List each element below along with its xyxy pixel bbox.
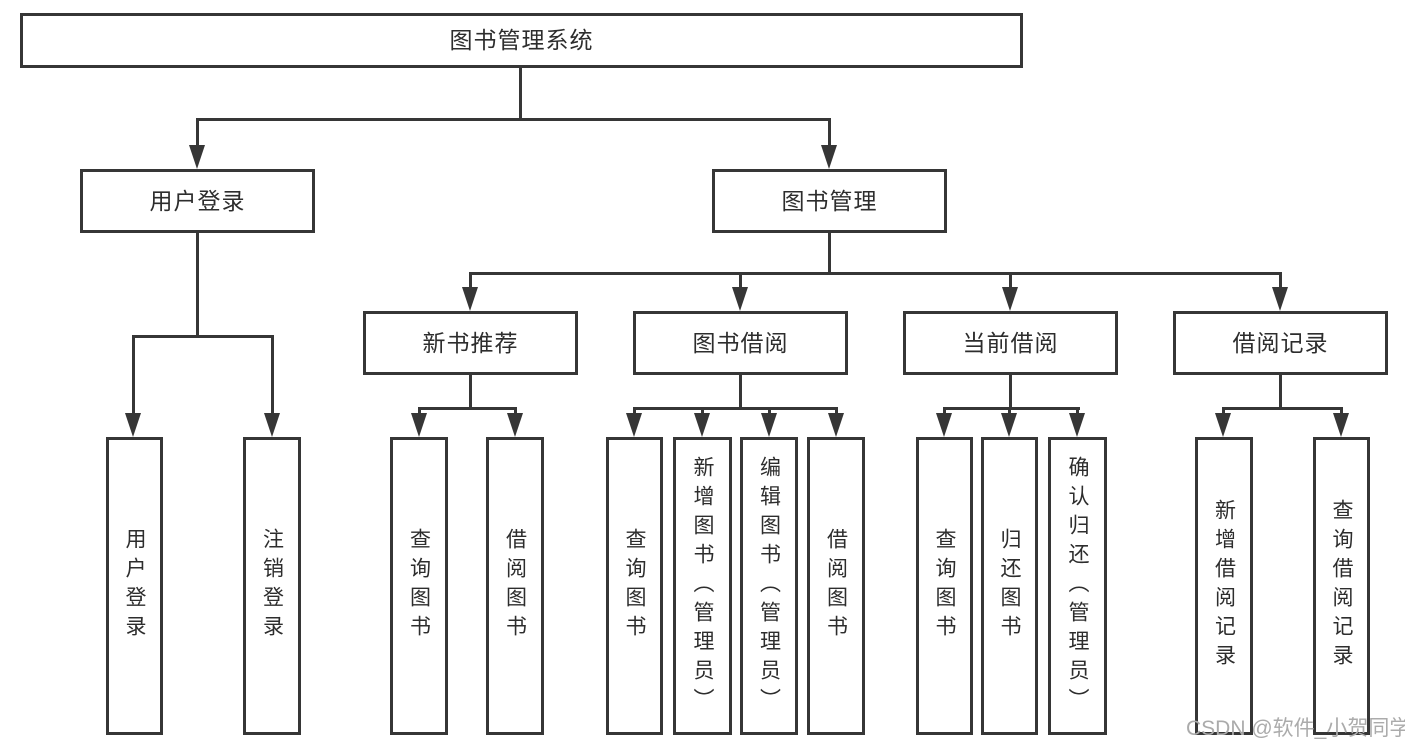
- arrowhead-down-icon: [694, 413, 710, 437]
- arrowhead-down-icon: [507, 413, 523, 437]
- connector-line: [1222, 407, 1225, 415]
- connector-line: [739, 375, 742, 407]
- connector-line: [828, 118, 831, 146]
- node-leaf-query-borrow-record: 查询借阅记录: [1313, 437, 1370, 735]
- node-leaf-return-book: 归还图书: [981, 437, 1038, 735]
- node-current-borrowing: 当前借阅: [903, 311, 1118, 375]
- connector-line: [469, 375, 472, 407]
- connector-line: [1279, 272, 1282, 287]
- connector-line: [196, 118, 831, 121]
- node-label: 查询借阅记录: [1330, 499, 1353, 673]
- node-label: 注销登录: [260, 528, 284, 644]
- node-label: 新增图书（管理员）: [691, 455, 714, 717]
- arrowhead-down-icon: [821, 145, 837, 169]
- arrowhead-down-icon: [1333, 413, 1349, 437]
- node-leaf-add-borrow-record: 新增借阅记录: [1195, 437, 1253, 735]
- node-user-login: 用户登录: [80, 169, 315, 233]
- connector-line: [1279, 375, 1282, 407]
- connector-line: [1008, 407, 1011, 415]
- arrowhead-down-icon: [1215, 413, 1231, 437]
- connector-line: [1009, 375, 1012, 407]
- arrowhead-down-icon: [1002, 287, 1018, 311]
- arrowhead-down-icon: [828, 413, 844, 437]
- node-leaf-query-book: 查询图书: [390, 437, 448, 735]
- arrowhead-down-icon: [1069, 413, 1085, 437]
- node-leaf-add-book-admin: 新增图书（管理员）: [673, 437, 732, 735]
- node-leaf-user-login: 用户登录: [106, 437, 163, 735]
- node-label: 新增借阅记录: [1212, 499, 1236, 673]
- connector-line: [271, 335, 274, 413]
- node-label: 用户登录: [149, 187, 246, 214]
- node-label: 归还图书: [998, 528, 1021, 644]
- node-label: 用户登录: [123, 528, 146, 644]
- connector-line: [132, 335, 135, 413]
- connector-line: [943, 407, 946, 415]
- node-library-management-system: 图书管理系统: [20, 13, 1023, 68]
- arrowhead-down-icon: [1272, 287, 1288, 311]
- connector-line: [633, 407, 837, 410]
- connector-line: [196, 233, 199, 335]
- node-label: 当前借阅: [962, 329, 1059, 356]
- connector-line: [514, 407, 517, 415]
- connector-line: [469, 272, 472, 287]
- node-label: 借阅记录: [1232, 329, 1329, 356]
- node-new-book-recommend: 新书推荐: [363, 311, 578, 375]
- connector-line: [1009, 272, 1012, 287]
- node-leaf-logout: 注销登录: [243, 437, 301, 735]
- connector-line: [633, 407, 636, 415]
- connector-line: [1222, 407, 1343, 410]
- connector-line: [739, 272, 742, 287]
- csdn-watermark: CSDN @软件_小贺同学: [1186, 717, 1405, 740]
- arrowhead-down-icon: [732, 287, 748, 311]
- arrowhead-down-icon: [626, 413, 642, 437]
- node-leaf-borrow-book: 借阅图书: [807, 437, 865, 735]
- node-label: 借阅图书: [503, 528, 527, 644]
- arrowhead-down-icon: [125, 413, 141, 437]
- arrowhead-down-icon: [264, 413, 280, 437]
- node-label: 图书借阅: [692, 329, 789, 356]
- node-label: 查询图书: [933, 528, 956, 644]
- arrowhead-down-icon: [761, 413, 777, 437]
- connector-line: [519, 68, 522, 118]
- node-leaf-query-book: 查询图书: [916, 437, 973, 735]
- node-label: 查询图书: [407, 528, 431, 644]
- node-borrowing-records: 借阅记录: [1173, 311, 1388, 375]
- connector-line: [1076, 407, 1079, 415]
- node-label: 编辑图书（管理员）: [757, 455, 781, 717]
- node-label: 借阅图书: [824, 528, 848, 644]
- connector-line: [418, 407, 421, 415]
- node-label: 新书推荐: [422, 329, 519, 356]
- connector-line: [196, 118, 199, 146]
- node-leaf-confirm-return-admin: 确认归还（管理员）: [1048, 437, 1107, 735]
- connector-line: [943, 407, 1080, 410]
- connector-line: [1340, 407, 1343, 415]
- arrowhead-down-icon: [189, 145, 205, 169]
- arrowhead-down-icon: [411, 413, 427, 437]
- connector-line: [701, 407, 704, 415]
- arrowhead-down-icon: [1001, 413, 1017, 437]
- node-leaf-edit-book-admin: 编辑图书（管理员）: [740, 437, 798, 735]
- connector-line: [132, 335, 274, 338]
- node-book-borrowing: 图书借阅: [633, 311, 848, 375]
- node-label: 图书管理: [781, 187, 878, 214]
- connector-line: [768, 407, 771, 415]
- connector-line: [469, 272, 1282, 275]
- node-label: 查询图书: [623, 528, 646, 644]
- node-label: 确认归还（管理员）: [1066, 455, 1089, 717]
- node-book-management: 图书管理: [712, 169, 947, 233]
- node-leaf-borrow-book: 借阅图书: [486, 437, 544, 735]
- connector-line: [828, 233, 831, 272]
- node-label: 图书管理系统: [449, 27, 594, 53]
- connector-line: [418, 407, 517, 410]
- node-leaf-query-book: 查询图书: [606, 437, 663, 735]
- connector-line: [835, 407, 838, 415]
- arrowhead-down-icon: [936, 413, 952, 437]
- arrowhead-down-icon: [462, 287, 478, 311]
